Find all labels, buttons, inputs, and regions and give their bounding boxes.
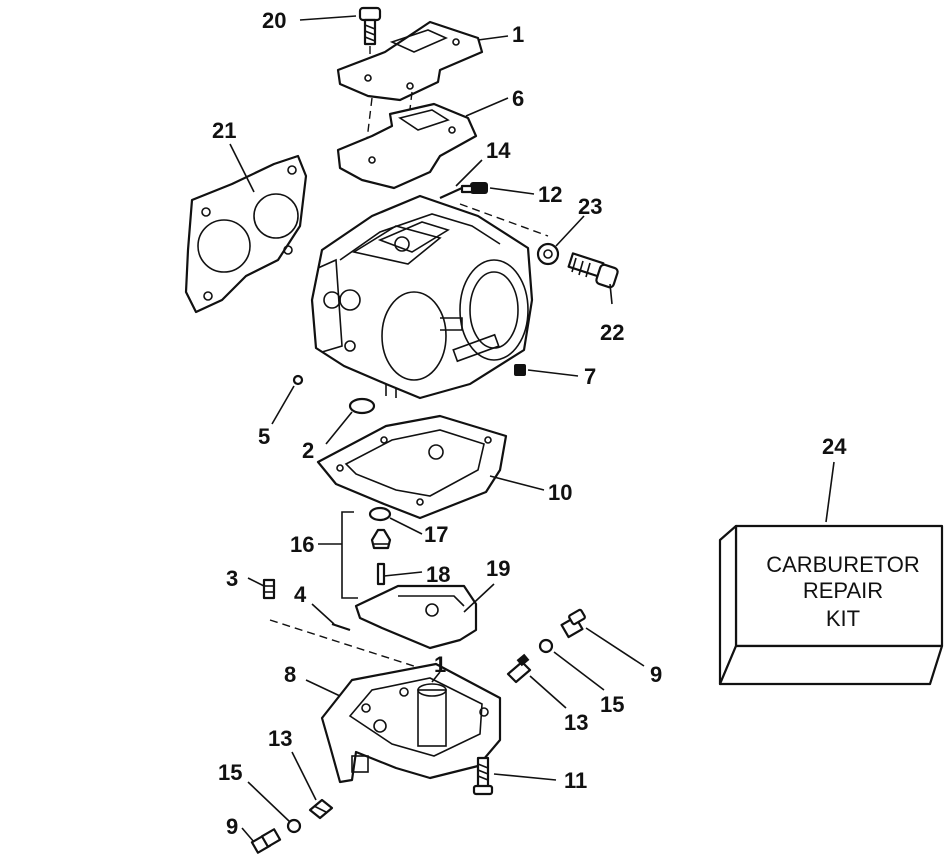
part-11-bolt [472, 756, 494, 796]
part-15-washer-right [538, 638, 554, 654]
callout-1-top: 1 [512, 22, 524, 47]
part-10-bowl-gasket [316, 414, 508, 520]
kit-label-line1: CARBURETOR [766, 552, 920, 577]
part-16-needle-valve [370, 528, 392, 550]
part-24-kit-box [718, 524, 944, 686]
callout-11: 11 [564, 768, 587, 793]
part-15-washer-left [286, 818, 302, 834]
part-7-screw [514, 364, 526, 376]
carburetor-body [310, 194, 534, 400]
callout-14: 14 [486, 138, 511, 163]
part-17-seat-washer [368, 506, 392, 522]
part-19-float [354, 584, 478, 650]
part-22-bolt [567, 252, 619, 289]
leader-lines [229, 15, 835, 843]
part-18-pin [376, 562, 386, 586]
part-6-gasket [336, 102, 478, 190]
part-21-mounting-gasket [184, 154, 308, 314]
part-13-main-jet-left [308, 798, 334, 820]
callout-6: 6 [512, 86, 524, 111]
kit-label-line2: REPAIR [803, 578, 883, 603]
callout-3: 3 [226, 566, 238, 591]
callout-1-mid: 1 [434, 652, 446, 677]
callout-15-right: 15 [600, 692, 624, 717]
callout-9-bottom: 9 [226, 814, 238, 839]
part-1-cover-plate [336, 20, 484, 102]
callout-23: 23 [578, 194, 602, 219]
part-12-fitting [460, 182, 488, 194]
callout-9-right: 9 [650, 662, 662, 687]
part-20-screw [358, 6, 382, 46]
callout-10: 10 [548, 480, 572, 505]
callout-17: 17 [424, 522, 448, 547]
callout-13-right: 13 [564, 710, 588, 735]
part-13-main-jet-right [506, 653, 532, 684]
callout-4: 4 [294, 582, 307, 607]
kit-label-line3: KIT [826, 606, 860, 631]
callout-15-left: 15 [218, 760, 242, 785]
part-9-plug-right [560, 608, 586, 639]
part-23-lock-washer [536, 242, 560, 266]
part-5-small-ball [292, 374, 304, 386]
callout-18: 18 [426, 562, 450, 587]
callout-8: 8 [284, 662, 296, 687]
callout-16: 16 [290, 532, 314, 557]
callout-13-left: 13 [268, 726, 292, 751]
callout-12: 12 [538, 182, 562, 207]
callout-24: 24 [822, 434, 847, 459]
callout-7: 7 [584, 364, 596, 389]
part-4-float-pin [331, 622, 351, 632]
part-3-plug [262, 578, 276, 600]
callout-20: 20 [262, 8, 286, 33]
part-9-plug-left [250, 828, 282, 854]
callout-2: 2 [302, 438, 314, 463]
part-2-disc [348, 397, 376, 415]
callout-5: 5 [258, 424, 270, 449]
callout-19: 19 [486, 556, 510, 581]
callout-21: 21 [212, 118, 236, 143]
callout-22: 22 [600, 320, 624, 345]
part-14-pin [439, 186, 463, 200]
part-8-float-bowl [320, 662, 502, 784]
